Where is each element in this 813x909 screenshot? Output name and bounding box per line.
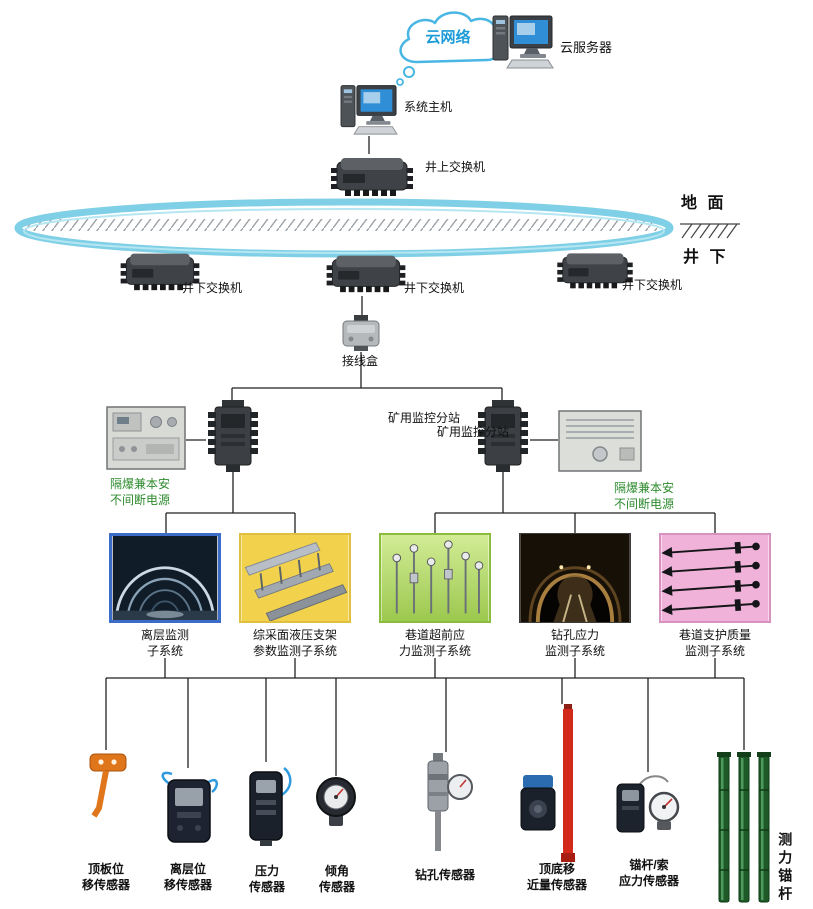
roof-displacement-sensor-icon <box>84 750 132 818</box>
convergence-sensor-pole-icon <box>560 704 576 864</box>
cloud-label: 云网络 <box>425 29 471 46</box>
underground-switch-1-label: 井下交换机 <box>182 281 243 295</box>
subsystem-hydraulic-support-label: 综采面液压支架 参数监测子系统 <box>252 628 337 658</box>
subsystem-advance-stress-image <box>379 533 491 623</box>
anchor-stress-sensor-label: 锚杆/索 应力传感器 <box>618 858 679 888</box>
surface-zone-label: 地 面 <box>681 195 727 212</box>
convergence-sensor-icon <box>516 772 560 834</box>
force-anchor-label: 测力锚杆 <box>777 832 794 904</box>
borehole-sensor-label: 钻孔传感器 <box>414 868 475 882</box>
substation-left-label: 矿用监控分站 <box>388 411 461 425</box>
ground-symbol <box>680 223 740 239</box>
ups-right-icon <box>558 410 642 472</box>
inclination-sensor-icon <box>312 776 360 828</box>
ups-right-label: 隔爆兼本安 不间断电源 <box>613 481 674 511</box>
surface-switch-icon <box>331 150 413 200</box>
roof-displacement-sensor-label: 顶板位 移传感器 <box>81 862 130 892</box>
substation-left-icon <box>206 400 260 472</box>
inclination-sensor-label: 倾角 传感器 <box>318 864 355 894</box>
subsystem-borehole-stress-label: 钻孔应力 监测子系统 <box>544 628 605 658</box>
separation-displacement-sensor-label: 离层位 移传感器 <box>163 862 212 892</box>
ground-hatch-band <box>22 219 658 231</box>
convergence-sensor-label: 顶底移 近量传感器 <box>526 862 587 892</box>
separation-displacement-sensor-icon <box>156 768 220 848</box>
underground-switch-3-label: 井下交换机 <box>622 278 683 292</box>
underground-switch-2-icon <box>326 248 406 296</box>
subsystem-borehole-stress-image <box>519 533 631 623</box>
underground-zone-label: 井 下 <box>683 249 729 266</box>
force-anchor-rods-icon <box>716 750 776 908</box>
junction-box-label: 接线盒 <box>342 354 379 368</box>
underground-switch-3-icon <box>556 246 634 292</box>
subsystem-hydraulic-support-image <box>239 533 351 623</box>
system-host-icon <box>340 80 398 136</box>
underground-switch-2-label: 井下交换机 <box>404 281 465 295</box>
cloud-icon <box>391 6 503 90</box>
substation-right-icon <box>476 400 530 472</box>
cloud-server-icon <box>492 10 554 70</box>
pressure-sensor-icon <box>238 762 294 848</box>
ups-left-icon <box>106 406 186 470</box>
subsystem-advance-stress-label: 巷道超前应 力监测子系统 <box>398 628 471 658</box>
connector-paths <box>105 136 745 776</box>
underground-switch-1-icon <box>120 246 200 294</box>
cloud-server-label: 云服务器 <box>560 40 613 55</box>
substation-right-label: 矿用监控分站 <box>437 425 510 439</box>
subsystem-separation-image <box>109 533 221 623</box>
system-host-label: 系统主机 <box>404 100 453 114</box>
junction-box-icon <box>339 314 383 352</box>
subsystem-support-quality-label: 巷道支护质量 监测子系统 <box>678 628 751 658</box>
subsystem-support-quality-image <box>659 533 771 623</box>
pressure-sensor-label: 压力 传感器 <box>248 864 285 894</box>
anchor-stress-sensor-icon <box>612 772 684 842</box>
borehole-sensor-icon <box>418 752 474 852</box>
ups-left-label: 隔爆兼本安 不间断电源 <box>109 477 170 507</box>
surface-switch-label: 井上交换机 <box>425 160 486 174</box>
subsystem-separation-label: 离层监测 子系统 <box>140 628 189 658</box>
